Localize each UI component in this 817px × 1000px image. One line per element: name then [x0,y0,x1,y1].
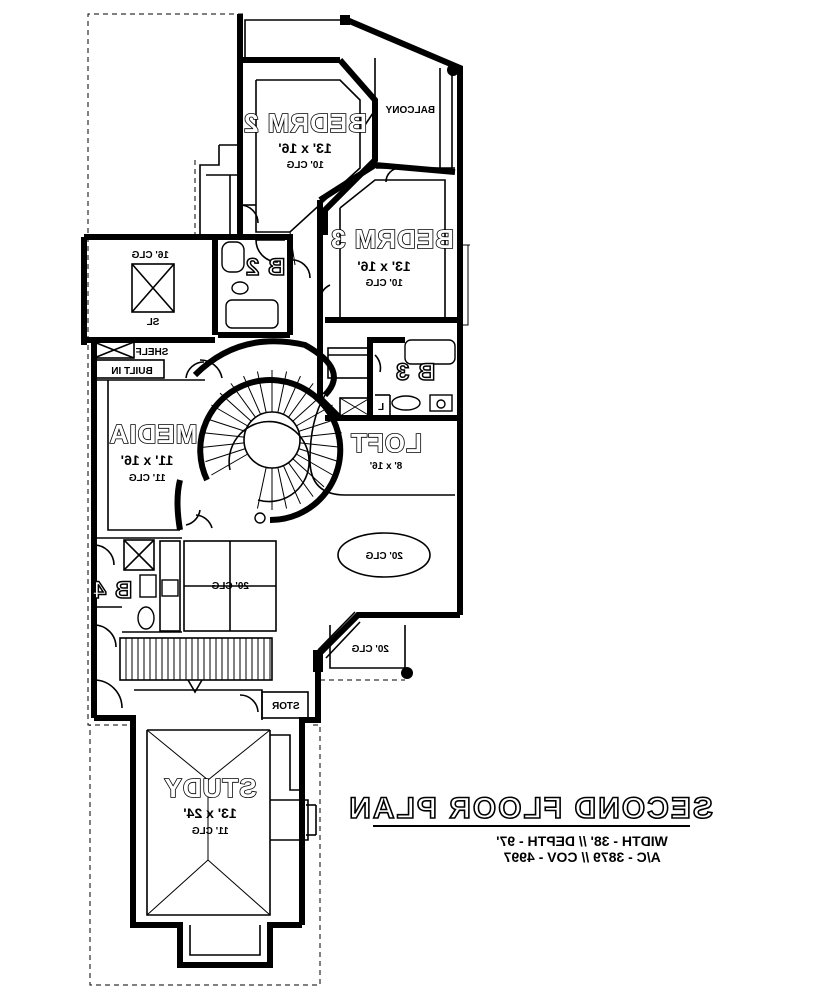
straight-staircase [93,637,273,709]
built-in-label: BUILT IN [111,366,152,377]
hall [134,679,309,720]
bedroom-3-label: BEDRM 3 [330,224,454,254]
balcony-label: BALCONY [385,105,435,116]
plan-dimensions: WIDTH - 38' // DEPTH - 97' [496,833,668,849]
spiral-stair-tread [211,453,249,476]
open-ceiling-grid [159,540,277,632]
bedroom-2-ceiling: 10' CLG [286,160,324,171]
bedroom-3 [317,161,470,326]
porch-ceiling-label: 20' CLG [351,644,389,655]
spiral-stair-tread [256,371,267,413]
loft-ceiling-label: 20' CLG [365,551,403,562]
closets-bedroom-2 [199,144,259,236]
plan-title: SECOND FLOOR PLAN [347,792,713,825]
linen-label: L [378,402,384,413]
shelf-built-in [93,341,205,381]
spiral-stair-tread [282,375,301,415]
bath-4-label: B 4 [92,577,132,604]
spiral-stair-tread [282,465,301,505]
spiral-stair-tread [205,448,246,463]
study-size: 13' x 24' [183,805,236,821]
media-ceiling: 11' CLG [129,473,166,484]
room-labels: BEDRM 2 13' x 16' 10' CLG BEDRM 3 13' x … [91,105,455,837]
bedroom-2-size: 13' x 16' [278,140,331,156]
bedroom-3-ceiling: 10' CLG [365,278,403,289]
media-size: 11' x 16' [121,452,174,468]
balcony [239,14,459,172]
roof-outline [87,13,405,986]
spiral-stair-tread [219,392,252,422]
porch [313,611,413,679]
stor-label: STOR [271,701,299,712]
spiral-stair-tread [292,458,325,488]
spiral-stair-tread [256,467,267,509]
stair-curved-wall [185,338,337,398]
spiral-stair-tread [292,392,325,422]
spiral-stair-tread [277,371,288,413]
spiral-stair-tread [298,448,339,463]
spiral-stair-tread [243,375,262,415]
study-room [146,729,317,956]
spiral-stair-tread [299,442,342,448]
loft-size: 8' x 16' [370,461,403,472]
spiral-stair-tread [211,404,249,427]
spiral-stair-tread [298,417,339,432]
bath-3-label: B 3 [395,359,435,386]
bath-2-label: B 2 [245,254,285,281]
spiral-stair-tread [288,462,314,497]
shelf-label: SHELF [136,347,169,358]
open-ceiling-label: 20' CLG [211,581,249,592]
loft [309,394,455,578]
bedroom-3-size: 13' x 16' [357,258,410,274]
spiral-stair-tread [295,453,333,476]
spiral-stair-tread [230,383,256,418]
upper-room-ceiling: 16' CLG [131,250,169,261]
title-block: SECOND FLOOR PLAN WIDTH - 38' // DEPTH -… [346,791,713,865]
bath-3 [317,320,460,421]
media-label: MEDIA [109,419,198,449]
spiral-stair-tread [205,417,246,432]
study-ceiling: 11' CLG [192,826,229,837]
spiral-stair-tread [288,383,314,418]
bath-4 [93,537,182,648]
plan-area: A/C - 3879 // COV - 4997 [503,849,660,865]
spiral-stair-tread [295,404,333,427]
bedroom-2-label: BEDRM 2 [243,108,367,138]
loft-label: LOFT [350,428,422,458]
bath-2 [215,234,311,338]
spiral-stair-tread [202,442,245,448]
spiral-stair-tread [299,432,342,438]
media-room [107,380,213,531]
spiral-stair-tread [202,432,245,438]
upper-room-sl: SL [147,317,160,328]
spiral-staircase [197,370,344,524]
spiral-stair-tread [277,467,288,509]
upper-left-room [131,263,175,313]
study-label: STUDY [163,773,256,803]
